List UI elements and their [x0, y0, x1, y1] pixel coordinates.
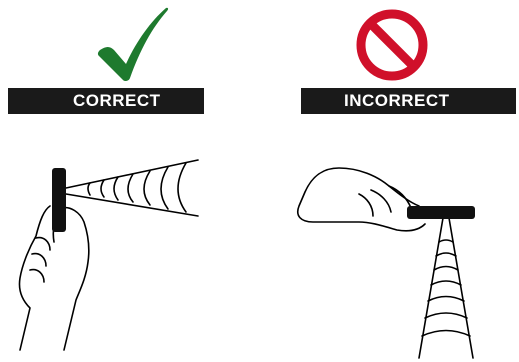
incorrect-banner: INCORRECT: [301, 88, 516, 114]
wave-arc: [161, 167, 168, 209]
wave-arc: [422, 331, 470, 337]
wave-arc: [439, 240, 453, 242]
wave-arc: [128, 174, 133, 202]
wave-arc: [431, 281, 461, 285]
beam-left-edge: [419, 218, 443, 358]
hand-fingers: [359, 186, 411, 216]
correct-panel: CORRECT: [0, 0, 259, 362]
correct-label: CORRECT: [73, 88, 161, 114]
wave-arc: [436, 253, 456, 256]
incorrect-panel: INCORRECT: [259, 0, 519, 362]
wave-arc: [144, 171, 150, 205]
incorrect-usage-illustration: [259, 150, 519, 362]
beam-right-edge: [449, 218, 473, 358]
correct-banner: CORRECT: [8, 88, 204, 114]
checkmark-icon: [96, 6, 170, 82]
wave-arc: [428, 297, 464, 302]
meter-device: [407, 206, 475, 219]
wave-arc: [114, 177, 118, 200]
prohibition-icon: [355, 8, 429, 82]
wave-arc: [178, 163, 186, 212]
wave-arc: [88, 183, 90, 195]
correct-usage-illustration: [0, 150, 259, 362]
wave-arc: [425, 313, 467, 318]
wave-arc: [101, 180, 104, 197]
incorrect-label: INCORRECT: [344, 88, 450, 114]
wave-arc: [434, 267, 458, 271]
meter-device: [52, 168, 66, 232]
